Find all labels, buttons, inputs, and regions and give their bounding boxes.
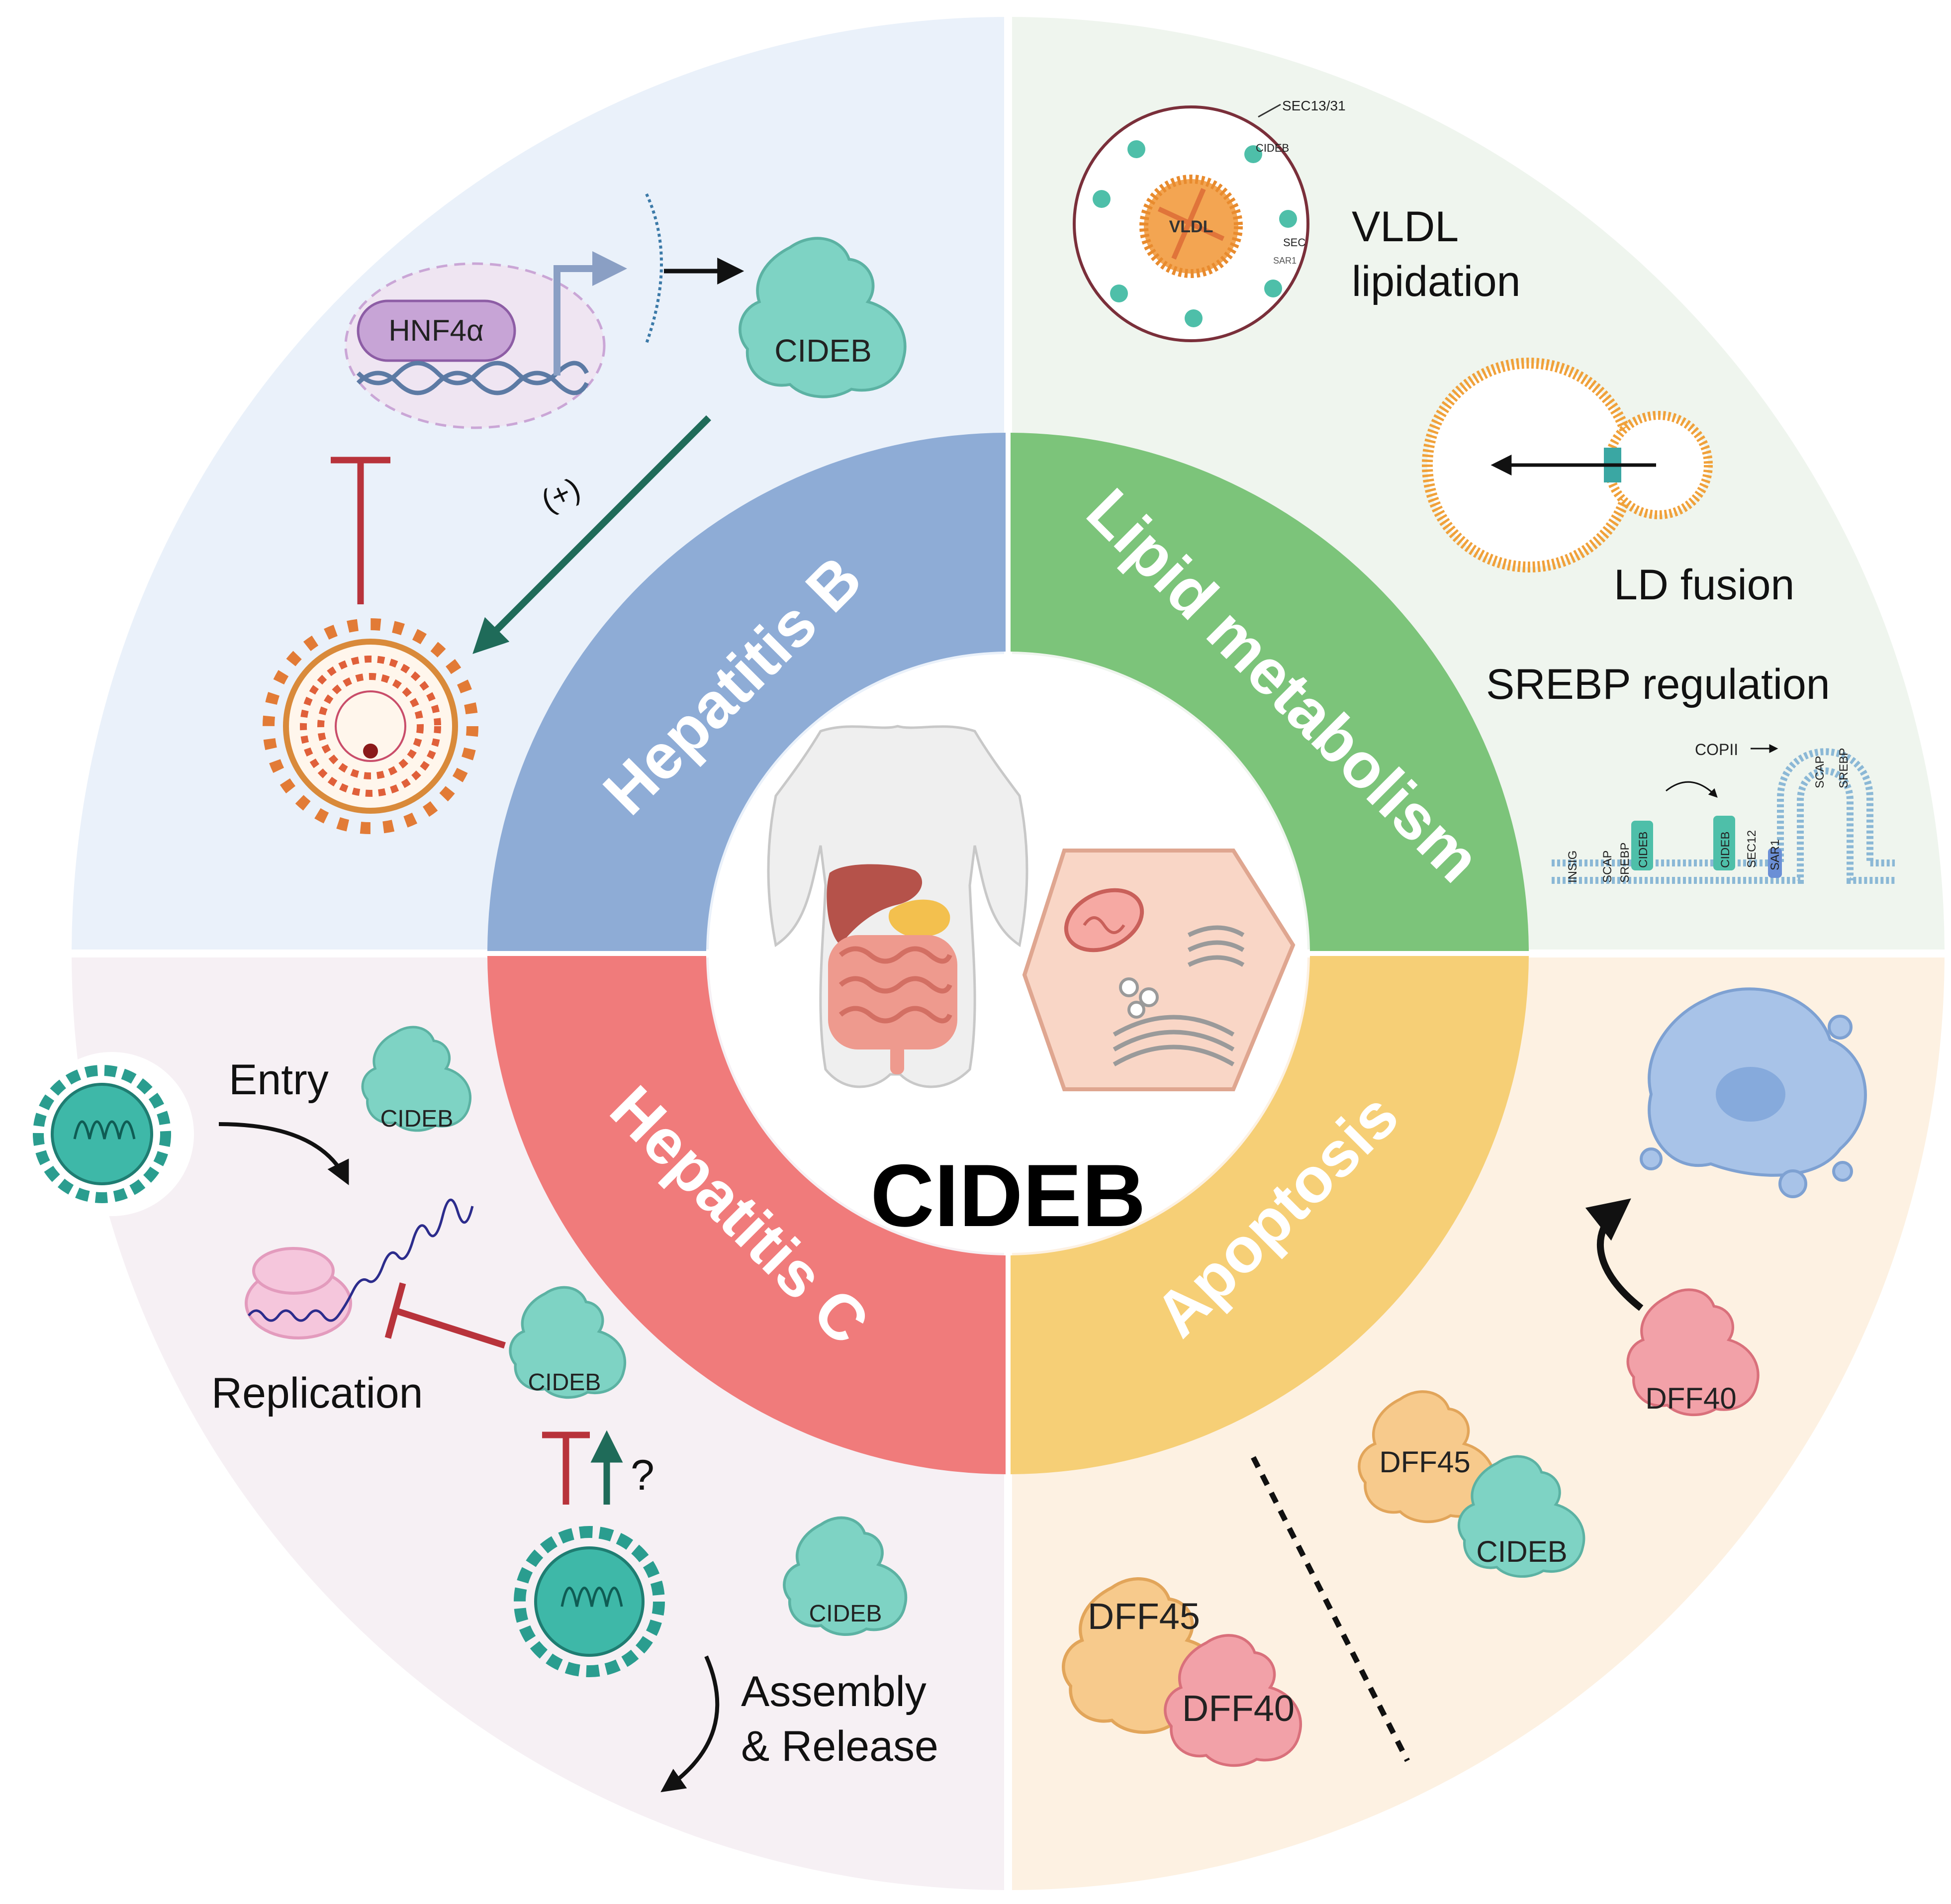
arch-label-srebp: SREBP bbox=[1837, 748, 1851, 788]
hnf4a-label: HNF4α bbox=[388, 314, 483, 347]
intestine-icon bbox=[828, 935, 957, 1049]
hbv-virion-icon bbox=[263, 618, 478, 834]
inhibition-bar-replication bbox=[384, 1282, 506, 1349]
inhibition-bar-hbv bbox=[331, 457, 390, 604]
vldl-lipidation-label: VLDL lipidation bbox=[1352, 203, 1520, 305]
vldl-lipidation-line2: lipidation bbox=[1352, 258, 1520, 305]
assembly-release-arrow bbox=[660, 1655, 720, 1793]
copii-label: COPII bbox=[1695, 741, 1738, 759]
assembly-release-line1: Assembly bbox=[741, 1668, 927, 1715]
assembly-release-label: Assembly & Release bbox=[741, 1668, 938, 1770]
membrane-label-scap: SCAP bbox=[1601, 851, 1614, 883]
cideb-label-hbv: CIDEB bbox=[774, 333, 872, 369]
ring-segment-hepatitis-b bbox=[487, 433, 1006, 951]
hnf4a-protein bbox=[357, 299, 516, 362]
vldl-core-label: VLDL bbox=[1169, 217, 1213, 236]
cleavage-arrow bbox=[1585, 1198, 1644, 1311]
viral-rna-icon bbox=[248, 1199, 474, 1322]
entry-arrow bbox=[218, 1122, 349, 1185]
membrane-label-cideb-1: CIDEB bbox=[1637, 832, 1650, 868]
sec13-31-leader bbox=[1258, 103, 1281, 118]
center-title: CIDEB bbox=[870, 1146, 1146, 1245]
ring-segment-apoptosis bbox=[1011, 956, 1529, 1474]
membrane-label-insig: INSIG bbox=[1566, 851, 1579, 883]
cideb-label-entry: CIDEB bbox=[380, 1106, 454, 1132]
cideb-label-replication: CIDEB bbox=[528, 1369, 601, 1396]
ld-fusion-icon bbox=[1422, 358, 1713, 572]
srebp-regulation-label: SREBP regulation bbox=[1486, 661, 1830, 708]
dff40-label-bottom: DFF40 bbox=[1182, 1688, 1295, 1729]
cideb-label-apoptosis: CIDEB bbox=[1476, 1535, 1567, 1568]
mrna-icon bbox=[645, 193, 663, 344]
stomach-icon bbox=[888, 899, 950, 937]
vldl-vesicle-cideb-label: CIDEB bbox=[1256, 142, 1289, 154]
separator-dashed-line bbox=[1251, 1456, 1410, 1762]
arch-label-scap: SCAP bbox=[1813, 756, 1827, 788]
membrane-label-srebp: SREBP bbox=[1618, 843, 1632, 883]
hcv-virion-entry-icon bbox=[33, 1065, 171, 1203]
ring-segment-hepatitis-c bbox=[487, 956, 1006, 1474]
replication-label: Replication bbox=[211, 1369, 423, 1417]
apoptosis-panel: DFF40 DFF45 CIDEB DFF45 DFF40 bbox=[1063, 987, 1867, 1765]
membrane-label-sec12: SEC12 bbox=[1745, 830, 1759, 868]
cideb-label-assembly: CIDEB bbox=[809, 1601, 882, 1627]
dff45-label-top: DFF45 bbox=[1379, 1445, 1470, 1479]
dff45-label-bottom: DFF45 bbox=[1088, 1596, 1200, 1637]
membrane-label-sar1: SAR1 bbox=[1768, 839, 1782, 870]
cideb-transport-arrow bbox=[1666, 781, 1718, 798]
er-membrane-icon bbox=[1552, 748, 1895, 884]
hcv-virion-assembly-icon bbox=[514, 1526, 665, 1677]
sec13-31-label: SEC13/31 bbox=[1282, 98, 1346, 113]
entry-label: Entry bbox=[229, 1056, 329, 1104]
ld-fusion-label: LD fusion bbox=[1614, 561, 1794, 609]
vldl-lipidation-line1: VLDL bbox=[1352, 203, 1457, 251]
inhibition-bar-assembly bbox=[542, 1431, 590, 1505]
hepatitis-c-panel: Entry CIDEB Replication CIDEB ? CID bbox=[30, 1027, 938, 1793]
liver-icon bbox=[827, 864, 923, 945]
hepatocyte-icon bbox=[1022, 849, 1296, 1091]
lipid-panel: VLDL SEC13/31 CIDEB SEC SAR1 VLDL lipida… bbox=[1073, 98, 1895, 884]
promoter-arrow-icon bbox=[554, 251, 627, 376]
membrane-label-cideb-2: CIDEB bbox=[1719, 832, 1732, 868]
ring-segment-lipid-metabolism bbox=[1011, 433, 1529, 951]
uncertain-question-mark: ? bbox=[631, 1451, 654, 1499]
vldl-vesicle-icon: VLDL bbox=[1073, 105, 1309, 342]
vldl-vesicle-sec-label: SEC bbox=[1283, 236, 1305, 249]
center-panel: CIDEB bbox=[767, 725, 1296, 1245]
hepatitis-b-panel: HNF4α CIDEB (+) bbox=[263, 193, 905, 834]
dff40-label-top: DFF40 bbox=[1645, 1382, 1736, 1415]
cideb-to-hbv-arrow bbox=[472, 415, 711, 654]
assembly-release-line2: & Release bbox=[741, 1722, 938, 1770]
vldl-vesicle-sar1-label: SAR1 bbox=[1273, 256, 1297, 266]
